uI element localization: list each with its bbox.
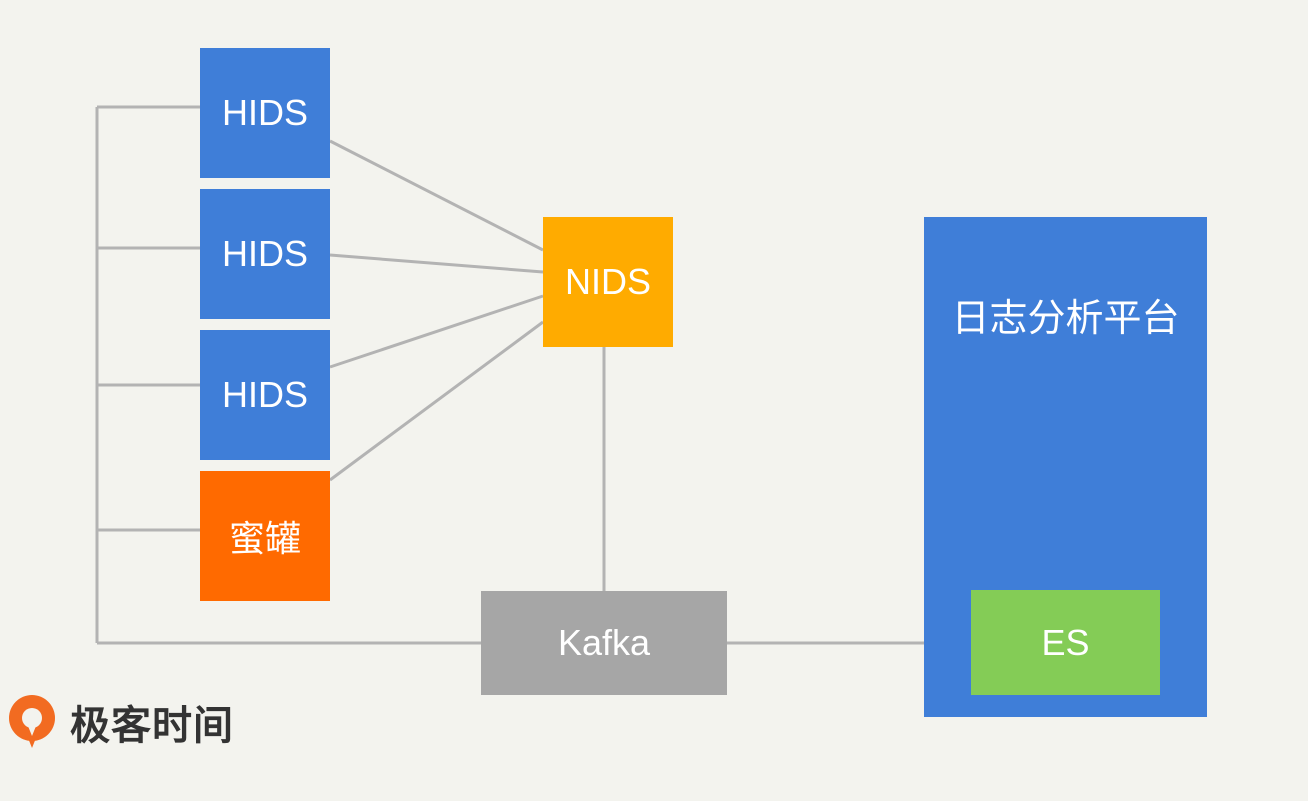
geektime-logo-icon	[9, 695, 55, 748]
hids-node-1-label: HIDS	[221, 92, 308, 133]
honeypot-node: 蜜罐	[200, 471, 330, 601]
edge-honeypot-nids	[329, 320, 544, 482]
edge-hids1-nids	[329, 139, 544, 252]
brand-name: 极客时间	[70, 704, 234, 748]
edge-hids3-nids	[329, 294, 544, 369]
hids-node-2: HIDS	[200, 189, 330, 319]
nids-node: NIDS	[543, 217, 673, 347]
log-analysis-platform: 日志分析平台 ES	[924, 217, 1207, 717]
edge-hids2-nids	[329, 253, 544, 274]
hids-node-1: HIDS	[200, 48, 330, 178]
kafka-node: Kafka	[481, 591, 727, 695]
es-node: ES	[971, 590, 1160, 695]
kafka-node-label: Kafka	[557, 622, 651, 663]
log-analysis-platform-title: 日志分析平台	[951, 298, 1180, 340]
brand-watermark: 极客时间	[6, 692, 234, 752]
hids-node-2-label: HIDS	[221, 233, 308, 274]
es-node-label: ES	[1041, 621, 1090, 663]
nids-node-label: NIDS	[564, 261, 651, 302]
hids-node-3-label: HIDS	[221, 374, 308, 415]
honeypot-node-label: 蜜罐	[228, 518, 301, 559]
hids-node-3: HIDS	[200, 330, 330, 460]
